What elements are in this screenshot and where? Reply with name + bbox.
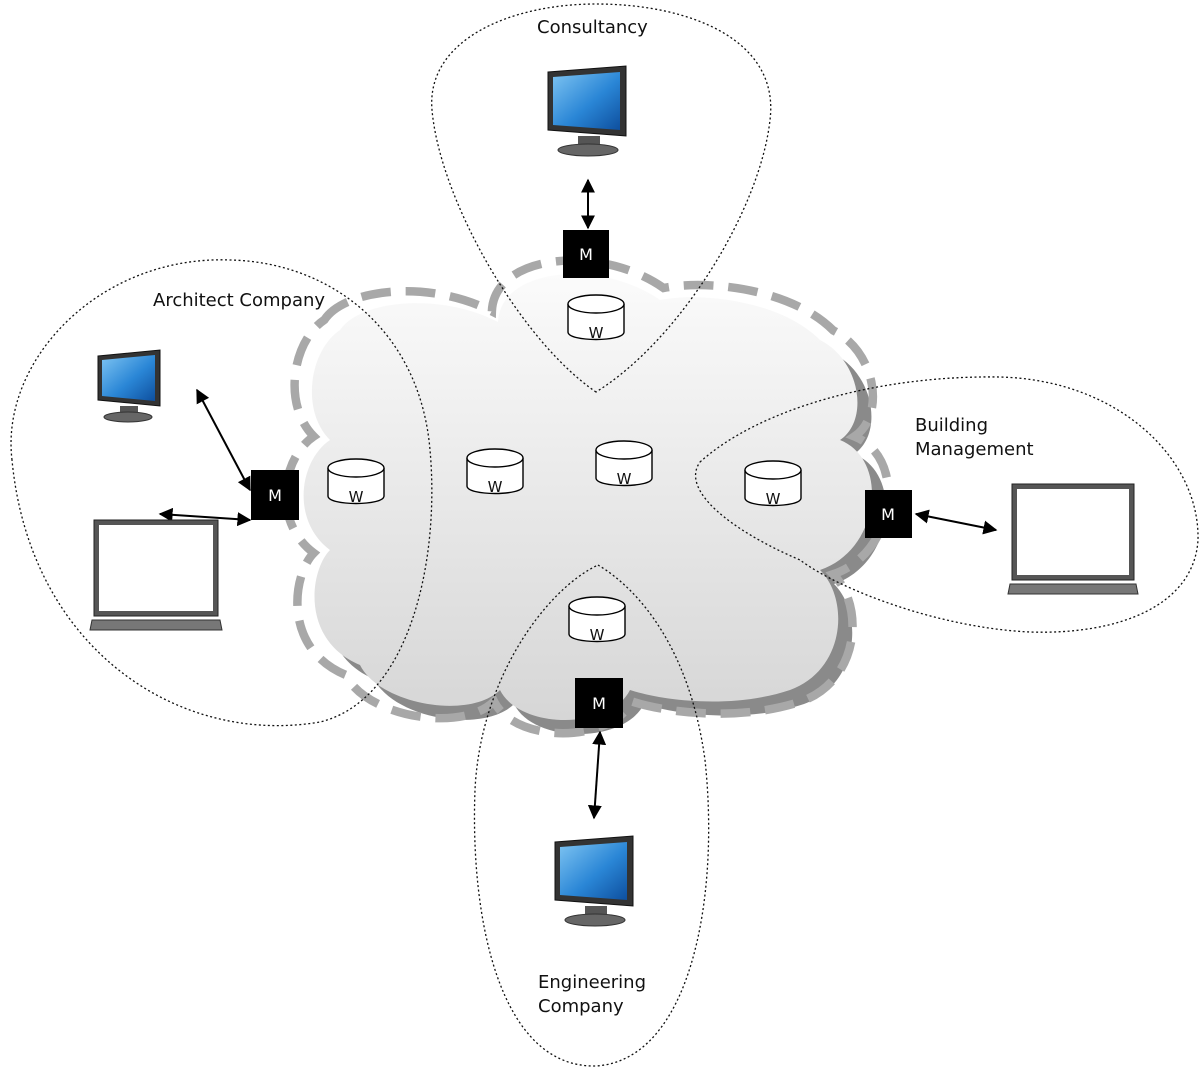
architect-boundary [10,259,433,727]
database-cylinder-icon [568,606,626,643]
architect-company-label: Architect Company [153,290,325,311]
workspace-db-consultancy: W [567,294,625,342]
middleware-consultancy: M [563,230,609,278]
desktop-monitor-icon [547,65,627,157]
workspace-db-center-right: W [595,440,653,488]
database-cylinder-icon [327,468,385,505]
db-label: W [488,478,503,496]
organization-labels: Consultancy Architect Company Building M… [153,17,1034,1017]
middleware-building: M [865,490,912,538]
building-management-boundary [694,376,1199,633]
computers [89,65,1139,927]
double-arrow-icon [158,507,252,527]
cloud-body [303,274,873,720]
desktop-monitor-icon [554,835,634,927]
middleware-label: M [592,694,606,713]
workspace-db-architect: W [327,458,385,506]
double-arrow-icon [196,388,251,492]
connections [158,178,998,820]
shared-cloud [281,256,893,738]
workspace-db-engineering: W [568,596,626,644]
db-label: W [589,324,604,342]
middleware-engineering: M [575,678,623,728]
db-label: W [617,470,632,488]
database-cylinder-icon [744,470,802,507]
workspace-db-center-left: W [466,448,524,496]
db-label: W [766,490,781,508]
workspace-databases: W W W W W W [327,294,802,644]
db-label: W [349,488,364,506]
engineering-company-label: Engineering Company [538,972,652,1017]
database-cylinder-icon [595,450,653,487]
laptop-icon [89,519,223,631]
cloud-dashed-boundary [281,256,893,738]
organization-boundaries [10,3,1199,1067]
db-label: W [590,626,605,644]
middleware-label: M [268,486,282,505]
database-cylinder-icon [466,458,524,495]
desktop-monitor-icon [97,349,161,423]
building-management-label: Building Management [915,415,1034,460]
middleware-architect: M [251,470,299,520]
database-cylinder-icon [567,304,625,341]
consultancy-label: Consultancy [537,17,648,38]
engineering-boundary [473,564,710,1067]
workspace-db-building: W [744,460,802,508]
double-arrow-icon [587,730,607,820]
middleware-label: M [881,505,895,524]
double-arrow-icon [914,509,998,535]
middleware-nodes: M M M M [251,230,912,728]
middleware-label: M [579,245,593,264]
laptop-icon [1007,483,1139,595]
